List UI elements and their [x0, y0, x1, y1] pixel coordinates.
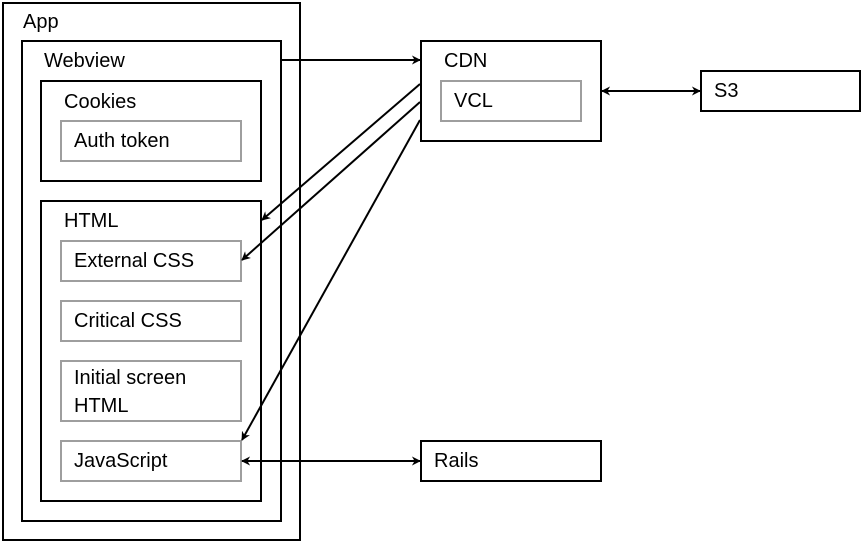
arrow-cdn-to-external-css: [241, 101, 421, 261]
external-css-box: [60, 240, 242, 282]
s3-box: [700, 70, 861, 112]
critical-css-box: [60, 300, 242, 342]
webview-label: Webview: [44, 50, 125, 72]
initial-screen-html-box: [60, 360, 242, 422]
html-label: HTML: [64, 210, 119, 232]
arrow-cdn-to-javascript: [241, 119, 421, 441]
cookies-label: Cookies: [64, 91, 137, 113]
auth-token-box: [60, 120, 242, 162]
s3-label: S3: [714, 80, 739, 102]
rails-label: Rails: [434, 450, 479, 472]
auth-token-label: Auth token: [74, 130, 170, 152]
app-label: App: [23, 11, 59, 33]
vcl-box: [440, 80, 582, 122]
critical-css-label: Critical CSS: [74, 310, 182, 332]
javascript-box: [60, 440, 242, 482]
arrow-cdn-to-html: [261, 83, 421, 221]
cdn-label: CDN: [444, 50, 488, 72]
javascript-label: JavaScript: [74, 450, 168, 472]
initial-screen-html-label: Initial screen HTML: [74, 367, 187, 417]
vcl-label: VCL: [454, 90, 493, 112]
rails-box: [420, 440, 602, 482]
external-css-label: External CSS: [74, 250, 195, 272]
